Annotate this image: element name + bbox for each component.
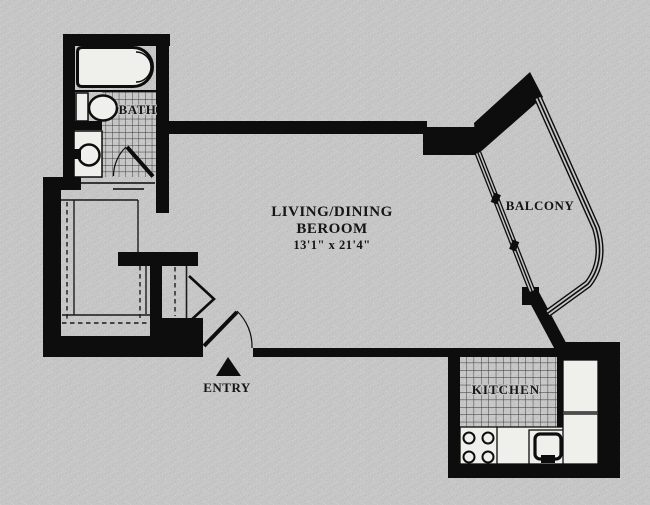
living-label-line1: LIVING/DINING: [271, 204, 393, 220]
entry-jamb-wall: [162, 318, 203, 338]
stove-burner: [481, 431, 495, 445]
stove-burner: [481, 450, 495, 464]
living-label-line2: BEROOM: [296, 221, 367, 237]
labels: BATH LIVING/DINING BEROOM 13'1" x 21'4" …: [118, 101, 575, 398]
toilet-tank: [75, 92, 89, 122]
balcony-railing: [534, 96, 604, 317]
closet-door-chevron: [188, 275, 216, 323]
stove-burner: [462, 431, 476, 445]
kitchen-right-counter-upper: [562, 359, 599, 413]
kitchen-divider-wall: [557, 348, 563, 430]
bath-door-arc: [112, 146, 127, 177]
kitchen-fixtures: [459, 359, 599, 465]
outer-left-wall: [43, 177, 61, 357]
kitchen-left-wall: [448, 348, 460, 478]
kitchen-sink-faucet: [541, 455, 555, 463]
bath-top-wall: [63, 34, 170, 46]
entry-arrow: [216, 357, 241, 376]
stove-burner: [462, 450, 476, 464]
kitchen-tile-floor: [460, 357, 557, 427]
balcony-junction-wall: [423, 127, 478, 155]
entry-door-leaf: [202, 310, 239, 348]
kitchen-label: KITCHEN: [472, 382, 540, 397]
entry-label: ENTRY: [203, 380, 251, 395]
bath-divider-wall: [63, 121, 102, 130]
corridor-left-wall: [150, 266, 162, 338]
kitchen-topright-wall: [560, 342, 620, 360]
bath-sink-fitting: [73, 149, 81, 159]
living-top-wall: [156, 121, 427, 134]
living-bottom-wall: [253, 348, 563, 357]
bath-label: BATH: [119, 102, 157, 117]
bathtub: [76, 46, 154, 88]
bath-door-leaf: [125, 145, 155, 178]
entry-door-arc: [236, 310, 253, 349]
kitchen-right-counter-lower: [562, 413, 599, 465]
bath-left-wall: [63, 34, 75, 178]
bath-fixtures: [73, 46, 156, 190]
closet-lines: [61, 199, 188, 324]
balcony-window: [474, 151, 536, 293]
bottom-left-wall: [43, 336, 203, 357]
balcony-top-wall: [474, 72, 543, 155]
living-dimensions: 13'1" x 21'4": [293, 238, 370, 252]
closet-header-wall: [118, 252, 198, 266]
toilet-bowl: [87, 94, 119, 122]
kitchen-right-wall: [598, 355, 620, 470]
kitchen-bottom-wall: [448, 464, 620, 478]
bathtub-inner-line: [135, 51, 152, 83]
walls: [43, 34, 620, 478]
balcony-lower-wall: [525, 287, 568, 353]
entry-door: [202, 310, 253, 349]
bath-sink: [77, 143, 101, 167]
balcony-label: BALCONY: [506, 198, 575, 213]
